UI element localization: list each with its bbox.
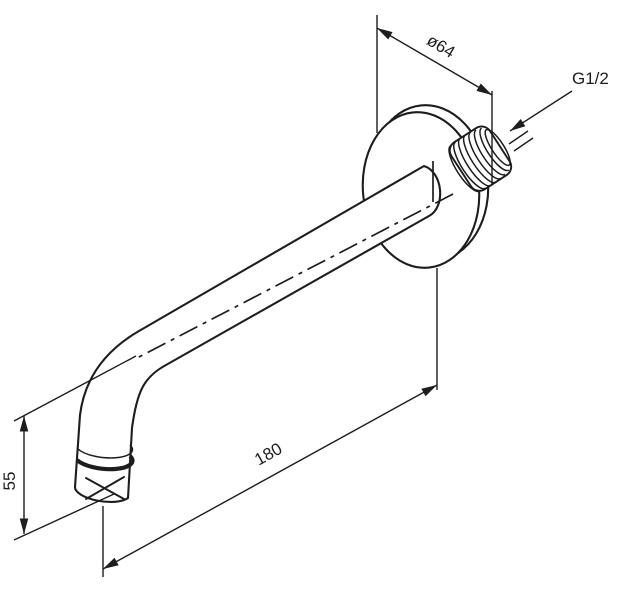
thread-ring <box>448 145 481 193</box>
thread-ring <box>468 131 501 180</box>
dim-arm-length: 180 <box>102 268 438 577</box>
extension-line <box>13 493 115 541</box>
arm-centerline <box>136 193 454 359</box>
dimension-line <box>102 384 438 570</box>
dim-label-connection-thread: G1/2 <box>572 69 609 88</box>
dimension-line <box>376 27 493 96</box>
thread-ring <box>473 129 506 176</box>
thread-runout-line <box>513 137 534 152</box>
dim-connection-thread: G1/2 <box>508 69 609 152</box>
thread-silhouette <box>448 125 513 192</box>
extension-line <box>13 355 137 422</box>
thread-runout-line <box>508 130 529 145</box>
thread-ring <box>479 127 510 172</box>
dim-label-outlet-drop: 55 <box>0 472 19 491</box>
dim-label-arm-length: 180 <box>251 439 285 469</box>
leader-line <box>509 90 573 132</box>
thread-ring <box>457 137 492 187</box>
thread-ring <box>453 141 486 190</box>
dim-outlet-drop: 55 <box>0 355 137 541</box>
